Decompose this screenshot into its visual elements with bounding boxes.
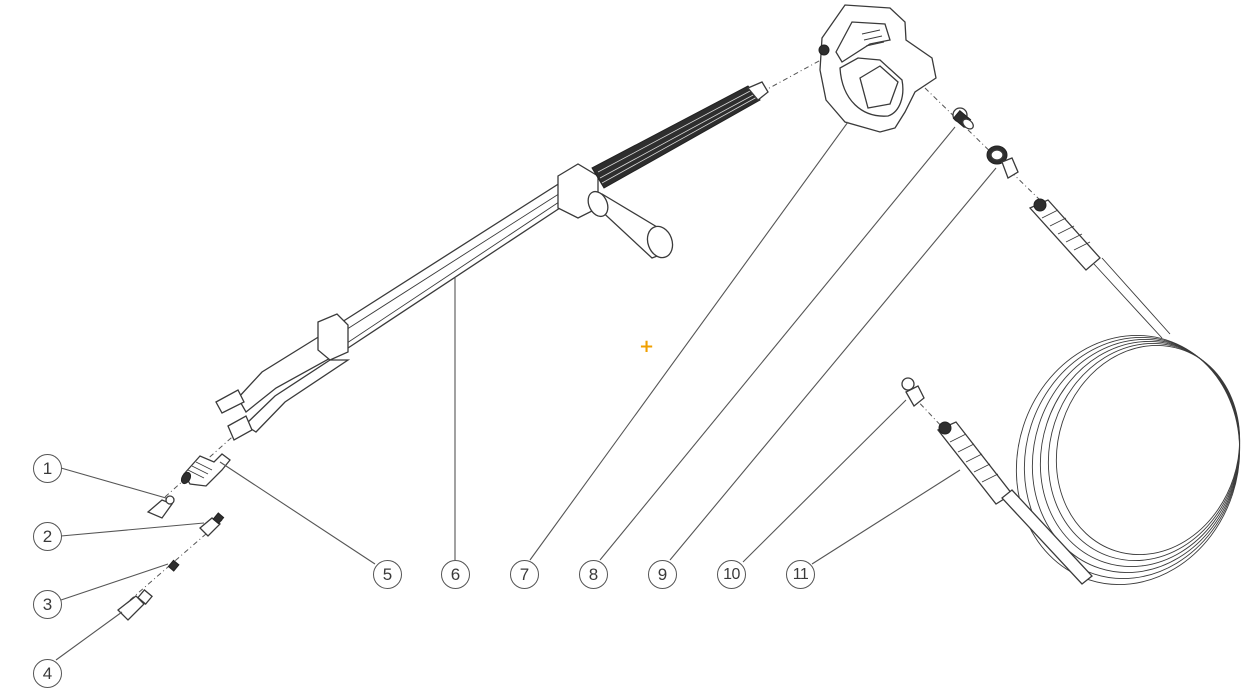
part-10-end-fitting[interactable]: [898, 374, 928, 410]
fitting-9: [986, 145, 1019, 179]
trigger-gun: [818, 4, 937, 133]
callout-2[interactable]: 2: [33, 522, 62, 551]
part-11-hose[interactable]: [930, 195, 1250, 590]
leader-lines: [55, 121, 997, 661]
cursor-crosshair-icon: +: [639, 336, 655, 357]
part-3-insert[interactable]: [163, 556, 183, 576]
callout-10[interactable]: 10: [717, 560, 746, 589]
part-6-lance[interactable]: [212, 160, 677, 445]
part-7-trigger-gun[interactable]: [815, 0, 940, 135]
part-8-swivel[interactable]: [948, 104, 976, 132]
part-1-nozzle-tip[interactable]: [140, 490, 180, 525]
callout-9[interactable]: 9: [648, 560, 677, 589]
hose-end-fitting: [901, 377, 925, 407]
part-5-coupler[interactable]: [178, 448, 233, 490]
callout-11[interactable]: 11: [786, 560, 815, 589]
callout-5[interactable]: 5: [373, 560, 402, 589]
callout-4[interactable]: 4: [33, 659, 62, 688]
callout-3[interactable]: 3: [33, 590, 62, 619]
part-9-nipple[interactable]: [984, 142, 1022, 182]
callout-7[interactable]: 7: [510, 560, 539, 589]
fitting-8: [952, 107, 974, 130]
lance-wand: [215, 81, 769, 441]
part-2-quick-plug[interactable]: [195, 510, 230, 542]
nozzle-parts: [117, 453, 231, 621]
callout-6[interactable]: 6: [441, 560, 470, 589]
part-4-adapter[interactable]: [112, 588, 154, 626]
callout-8[interactable]: 8: [579, 560, 608, 589]
high-pressure-hose: [936, 198, 1241, 586]
callout-1[interactable]: 1: [33, 454, 62, 483]
